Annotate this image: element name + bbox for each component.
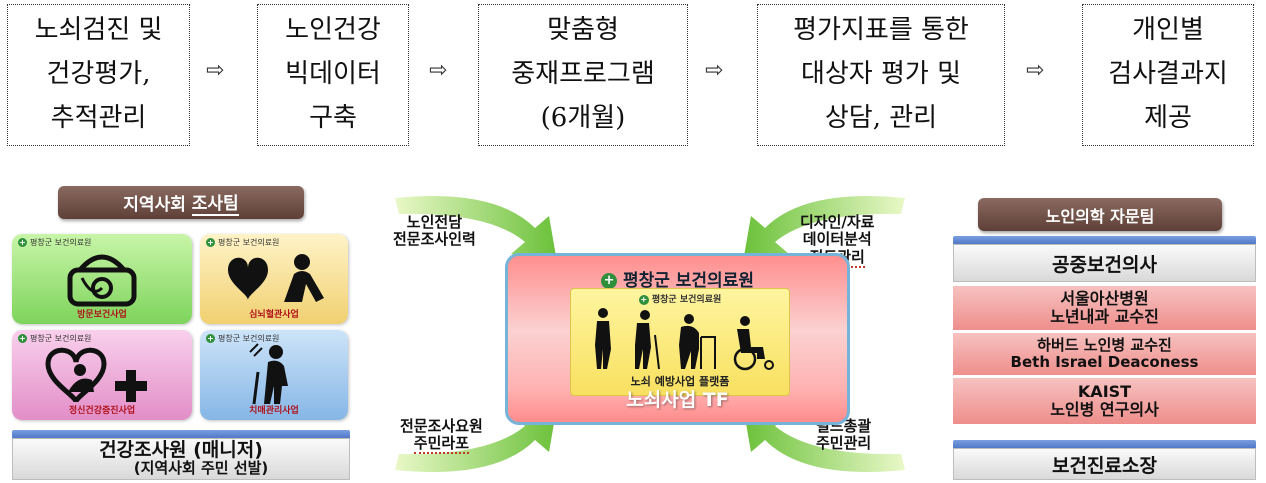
director-header-bar xyxy=(953,440,1256,449)
advisor-line: KAIST xyxy=(1077,381,1132,401)
flow-arrow-icon: ⇨ xyxy=(429,58,448,83)
plus-icon: + xyxy=(18,334,27,343)
flow-step-line: 건강평가, xyxy=(46,59,151,90)
title-plain: 지역사회 xyxy=(123,195,192,215)
advisor-asan: 서울아산병원 노년내과 교수진 xyxy=(953,286,1256,330)
flow-step-line: 검사결과지 xyxy=(1108,59,1228,90)
advisor-kaist: KAIST 노인병 연구의사 xyxy=(953,378,1256,424)
flow-step-line: 제공 xyxy=(1144,103,1192,134)
flow-step-line: (6개월) xyxy=(540,103,626,134)
arrow-label-line: 데이터분석 xyxy=(802,230,872,249)
arrow-bottom-right-icon xyxy=(743,406,905,472)
plus-icon: + xyxy=(601,273,618,289)
arrow-label-line: 디자인/자료 xyxy=(800,213,875,231)
arrow-label-line: 전문조사인력 xyxy=(393,230,476,249)
flow-step-line: 노쇠검진 및 xyxy=(34,15,163,46)
flow-step-line: 상담, 관리 xyxy=(824,103,938,134)
flow-step-line: 평가지표를 통한 xyxy=(793,15,969,46)
heart-cross-icon xyxy=(45,347,147,404)
center-title-text: 평창군 보건의료원 xyxy=(622,271,754,291)
advisor-line: Beth Israel Deaconess xyxy=(1010,353,1199,371)
director-box: 보건진료소장 xyxy=(953,448,1256,480)
tile-org-text: 평창군 보건의료원 xyxy=(218,334,280,343)
manager-line1: 건강조사원 (매니저) xyxy=(99,439,263,462)
inner-head-text: 평창군 보건의료원 xyxy=(651,295,722,305)
arrow-bottom-left-icon xyxy=(395,406,557,472)
flow-step-line: 빅데이터 xyxy=(285,59,381,90)
flow-step-line: 대상자 평가 및 xyxy=(800,59,962,90)
flow-step-4: 평가지표를 통한 대상자 평가 및 상담, 관리 xyxy=(757,4,1005,146)
flow-step-line: 중재프로그램 xyxy=(511,59,655,90)
manager-line2: (지역사회 주민 선발) xyxy=(133,459,269,478)
flow-step-3: 맞춤형 중재프로그램 (6개월) xyxy=(478,4,688,146)
flow-arrow-icon: ⇨ xyxy=(705,58,724,83)
plus-icon: + xyxy=(206,334,215,343)
tile-mental-health: + 평창군 보건의료원 정신건강증진사업 xyxy=(12,330,192,420)
advisor-line: 노년내과 교수진 xyxy=(1050,307,1159,326)
plus-icon: + xyxy=(18,238,27,247)
flow-step-1: 노쇠검진 및 건강평가, 추적관리 xyxy=(7,4,190,146)
tile-org-label: + 평창군 보건의료원 xyxy=(18,237,91,248)
tile-org-text: 평창군 보건의료원 xyxy=(30,334,92,343)
public-doctor-header-bar xyxy=(953,236,1256,245)
tile-org-label: + 평창군 보건의료원 xyxy=(18,333,91,344)
plus-icon: + xyxy=(206,238,215,247)
flow-arrow-icon: ⇨ xyxy=(1026,58,1045,83)
public-doctor-text: 공중보건의사 xyxy=(1052,253,1157,276)
arrow-label-bottom-left: 전문조사요원 주민라포 xyxy=(400,417,483,455)
tile-caption: 심뇌혈관사업 xyxy=(249,310,299,320)
advisor-harvard: 하버드 노인병 교수진 Beth Israel Deaconess xyxy=(953,333,1256,375)
inner-caption: 노쇠 예방사업 플랫폼 xyxy=(630,375,730,388)
arrow-label-line: 주민관리 xyxy=(816,434,872,453)
bag-stethoscope-icon xyxy=(67,254,137,307)
title-underlined: 조사팀 xyxy=(191,189,239,216)
right-title-text: 노인의학 자문팀 xyxy=(1045,206,1155,226)
heart-person-icon xyxy=(228,254,324,302)
tile-caption: 정신건강증진사업 xyxy=(68,406,136,416)
flow-step-5: 개인별 검사결과지 제공 xyxy=(1082,4,1254,146)
flow-step-line: 추적관리 xyxy=(50,103,147,134)
tile-org-label: + 평창군 보건의료원 xyxy=(206,333,279,344)
manager-box: 건강조사원 (매니저) (지역사회 주민 선발) xyxy=(12,438,350,480)
tile-org-text: 평창군 보건의료원 xyxy=(30,238,92,247)
tile-cardio: + 평창군 보건의료원 심뇌혈관사업 xyxy=(200,234,348,324)
flow-step-2: 노인건강 빅데이터 구축 xyxy=(257,4,409,146)
arrow-top-right-icon xyxy=(743,196,905,262)
process-flow: 노쇠검진 및 건강평가, 추적관리 ⇨ 노인건강 빅데이터 구축 ⇨ 맞춤형 중… xyxy=(0,0,1266,150)
arrow-label-top-left: 노인전담 전문조사인력 xyxy=(393,213,476,249)
public-doctor-box: 공중보건의사 xyxy=(953,244,1256,282)
flow-arrow-icon: ⇨ xyxy=(206,58,225,83)
advisor-line: 하버드 노인병 교수진 xyxy=(1037,335,1172,354)
prevention-platform: + 평창군 보건의료원 노쇠 예방사업 플랫폼 xyxy=(570,288,790,396)
flow-step-line: 맞춤형 xyxy=(547,15,619,46)
elder-cane-icon xyxy=(249,343,288,405)
arrow-top-left-icon xyxy=(395,196,557,262)
advisor-line: 노인병 연구의사 xyxy=(1050,400,1159,419)
tile-org-text: 평창군 보건의료원 xyxy=(218,238,280,247)
arrow-label-line: 노인전담 xyxy=(406,213,462,231)
flow-step-line: 개인별 xyxy=(1132,15,1204,46)
tile-dementia: + 평창군 보건의료원 치매관리사업 xyxy=(200,330,348,420)
arrow-label-line: 주민라포 xyxy=(400,434,483,455)
manager-header-bar xyxy=(12,430,350,439)
community-survey-team-title: 지역사회 조사팀 xyxy=(58,186,304,219)
arrow-label-top-right: 디자인/자료 데이터분석 정도관리 xyxy=(800,213,875,268)
tile-caption: 치매관리사업 xyxy=(249,406,299,416)
director-text: 보건진료소장 xyxy=(1052,454,1157,477)
arrow-label-line: 전문조사요원 xyxy=(400,417,483,435)
advisor-line: 서울아산병원 xyxy=(1060,288,1149,308)
plus-icon: + xyxy=(638,295,649,305)
tile-visiting-health: + 평창군 보건의료원 방문보건사업 xyxy=(12,234,192,324)
geriatric-advisory-team-title: 노인의학 자문팀 xyxy=(978,198,1222,231)
flow-step-line: 구축 xyxy=(309,103,357,134)
inner-head: + 평창군 보건의료원 xyxy=(571,292,789,305)
frailty-tf-panel: + 평창군 보건의료원 + 평창군 보건의료원 노쇠 예방사업 플랫폼 노 xyxy=(505,253,850,425)
tile-org-label: + 평창군 보건의료원 xyxy=(206,237,279,248)
center-bottom-label: 노쇠사업 TF xyxy=(626,389,729,411)
aging-silhouettes-icon xyxy=(595,308,774,371)
tile-caption: 방문보건사업 xyxy=(77,310,127,320)
center-title: + 평창군 보건의료원 xyxy=(508,266,847,291)
flow-step-line: 노인건강 xyxy=(285,15,381,46)
arrow-label-underlined: 주민라포 xyxy=(413,434,469,455)
